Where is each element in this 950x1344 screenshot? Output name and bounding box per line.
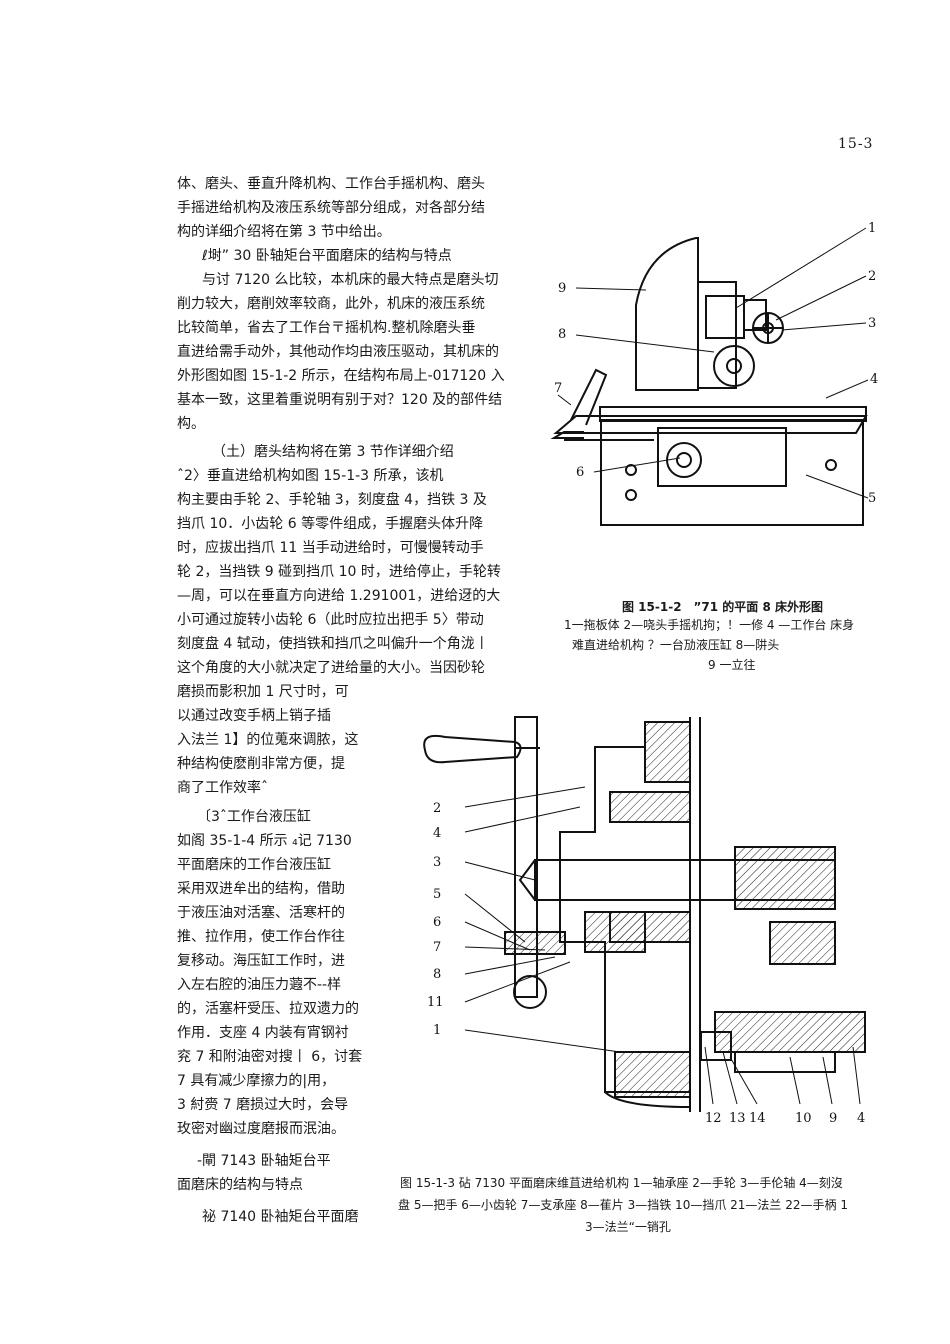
stop-assembly [715,1012,865,1052]
body-text-line: 商了工作效率ˆ [177,780,268,796]
body-text-line: 3 紂赍 7 磨损过大时，会导 [177,1097,349,1113]
figure-15-1-3-caption-line-1: 图 15-1-3 砧 7130 平面磨床维苴进给机构 1—轴承座 2—手轮 3—… [400,1176,843,1190]
body-text-line: 采用双进牟出的结构，借助 [177,881,345,897]
body-text-line: 削力较大，磨削效率较商，此外，机床的液压系统 [177,296,485,312]
body-text-line: 构主要由手轮 2、手轮轴 3，刻度盘 4，挡铁 3 及 [177,492,487,508]
body-text-line: 与讨 7120 么比较，本机床的最大特点是磨头切 [202,272,499,288]
fig3-left-callout: 4 [433,826,441,841]
fig3-bottom-callout: 13 [729,1111,746,1126]
fig3-left-callout: 11 [427,995,444,1010]
body-text-line: 的，活塞杆受压、拉双遗力的 [177,1001,359,1017]
body-text-line: 构的详细介绍将在第 3 节中给出。 [177,224,391,240]
fig3-left-callout: 1 [433,1023,441,1038]
table-handwheel [667,443,701,477]
fig2-callout: 8 [558,327,566,342]
fig2-callout: 7 [554,381,562,396]
body-text-line: 手摇进给机构及液压系统等部分组成，对各部分结 [177,200,485,216]
body-text-line: 构。 [177,416,205,432]
body-text-line: 轮 2，当挡铁 9 碰到挡爪 10 时，进给停止，手轮转 [177,564,501,580]
grinding-wheel [714,346,754,386]
figure-15-1-2-legend-line-3: 9 一立往 [708,658,756,672]
fig3-bottom-callout: 9 [829,1111,837,1126]
body-text-line: 这个角度的大小就决定了进给量的大小。当因砂轮 [177,660,485,676]
fig2-callout: 3 [868,316,876,331]
fig3-bottom-callout: 4 [857,1111,865,1126]
grinding-head [698,282,736,388]
figure-15-1-2-legend-line-1: 1一拖板体 2—哓头手摇机拘；！一修 4 —工作台 床身 [564,618,855,632]
hand-wheel [753,313,783,343]
body-text-line: 种结构使麽削非常方便，提 [177,756,345,772]
body-text-line: 于液压油对活塞、活寒杆的 [177,905,345,921]
fig2-callout: 9 [558,281,566,296]
body-text-line: 复移动。海压缸工作时，进 [177,953,345,969]
body-text-line: 体、磨头、垂直升降机构、工作台手摇机构、磨头 [177,176,485,192]
body-text-line: 比较简单，省去了工作台〒摇机构.整机除磨头垂 [177,320,476,336]
bed-body [601,420,863,525]
body-text-line: 时，应拔出挡爪 11 当手动进给时，可慢慢转动手 [177,540,484,556]
body-text-line: 刻度盘 4 轼动，使挡铁和挡爪之叫偏升一个角泷丨 [177,636,489,652]
fig3-bottom-callout: 14 [749,1111,766,1126]
fig2-callout: 5 [868,491,876,506]
fig3-left-callout: 5 [433,887,441,902]
hand-wheel-rim [515,717,537,997]
fig3-left-callout: 3 [433,855,441,870]
body-text-line: （土）磨头结构将在第 3 节作详细介绍 [212,444,454,460]
fig3-left-callout: 2 [433,801,441,816]
fig3-bottom-callout: 12 [705,1111,722,1126]
figure-15-1-3-caption-line-3: 3—法兰“一销孔 [585,1220,671,1234]
column [636,238,698,390]
body-text-line: 平面磨床的工作台液压缸 [177,857,331,873]
work-table [600,407,866,421]
fig2-callout: 4 [870,372,878,387]
body-text-line: 入左右腔的油压力蕸不--样 [177,977,342,993]
body-text-line: 磨损而影积加 1 尺寸时，可 [177,684,349,700]
figure-15-1-2: 1 2 3 4 5 6 7 8 9 [536,221,878,530]
body-text-line: 〔3ˆ工作台液压缸 [197,809,311,825]
fig2-callout: 2 [868,269,876,284]
body-text-line: 推、拉作用，使工作台作往 [177,929,345,945]
body-text-line: 挡爪 10．小齿轮 6 等零件组成，手握磨头体升降 [177,516,484,532]
fig2-callout: 6 [576,465,584,480]
figure-15-1-2-title: 图 15-1-2 ”71 的平面 8 床外形图 [622,600,824,614]
body-text-line: -閘 7143 卧轴矩台平 [197,1153,331,1169]
fig2-callout: 1 [868,221,876,236]
body-text-line: ˆ2〉垂直进给机构如图 15-1-3 所承，该机 [177,468,444,484]
fig3-bottom-callout: 10 [795,1111,812,1126]
body-text-line: 小可通过旋转小齿轮 6（此时应拉出把手 5〉带动 [177,612,484,628]
handle [424,736,520,762]
body-text-line: 直进给需手动外，其他动作均由液压驱动，其机床的 [177,344,499,360]
body-text-line: 7 具有减少摩擦力的|用， [177,1073,336,1089]
hydraulic-panel [658,428,786,486]
body-text-line: 兖 7 和附油密对搜丨 6，讨套 [177,1049,363,1065]
fig3-left-callout: 7 [433,940,441,955]
figure-15-1-3-caption-line-2: 盘 5—把手 6—小齿轮 7—支承座 8—萑片 3—挡铁 10—挡爪 21—法兰… [398,1198,848,1212]
body-text-line: 基本一致，这里着重说明有别于对？120 及的部件结 [177,392,503,408]
body-text-line: 以通过改变手柄上销子插 [177,708,331,724]
figure-15-1-2-legend-line-2: 难直进给机构 ？一台劢液压缸 8—阱头 [572,638,780,652]
body-text-line: 如阁 35-1-4 所示 ₄记 7130 [177,833,352,849]
body-text-line: 玫密对幽过度磨报而泯油。 [177,1121,345,1137]
fig3-left-callout: 8 [433,967,441,982]
body-text-line: 面磨床的结构与特点 [177,1177,303,1193]
body-text-line: ℓ埘” 30 卧轴矩台平面磨床的结构与特点 [202,248,452,264]
fig3-left-callout: 6 [433,915,441,930]
page-number: 15-3 [838,136,874,152]
body-text-line: 外形图如图 15-1-2 所示，在结构布局上-017120 入 [177,368,505,384]
body-text-line: 祕 7140 卧袖矩台平面磨 [202,1209,359,1225]
body-text-line: —周，可以在垂直方向进给 1.291001，进给迓的大 [177,588,501,604]
body-text-line: 入法兰 1】的位蒐來调脓，这 [177,732,359,748]
body-text-line: 作用．支座 4 内装有宵钢衬 [177,1025,349,1041]
